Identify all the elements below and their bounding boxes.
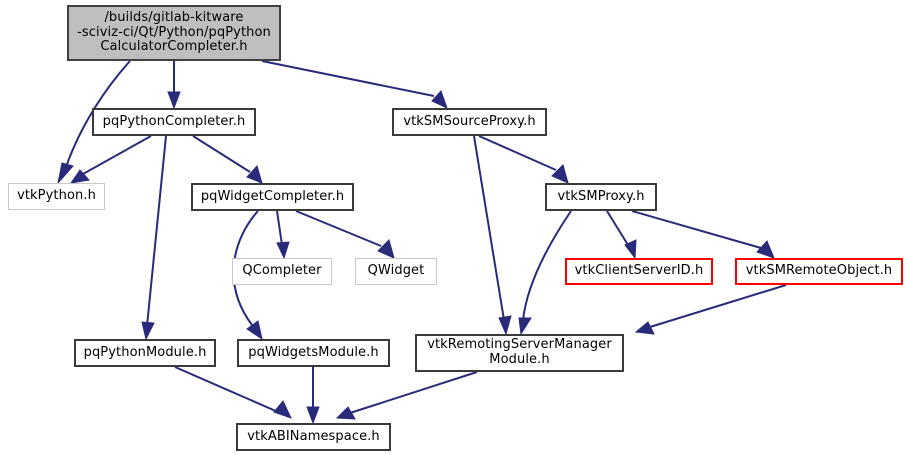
graph-node-vtkClientServerID[interactable]: vtkClientServerID.h [565,258,713,285]
graph-node-pqWidgetsModule[interactable]: pqWidgetsModule.h [237,339,390,367]
graph-node-QCompleter[interactable]: QCompleter [232,258,332,285]
graph-node-vtkSMRemoteObject[interactable]: vtkSMRemoteObject.h [735,258,903,285]
graph-node-label: QCompleter [242,263,322,279]
graph-node-label: pqWidgetsModule.h [248,344,379,360]
arrowhead-icon [69,169,90,184]
arrowhead-icon [335,406,356,420]
graph-node-label: vtkSMSourceProxy.h [403,113,536,129]
arrowhead-icon [498,315,512,336]
arrowhead-icon [141,321,155,341]
graph-node-label: vtkABINamespace.h [247,428,380,444]
graph-edge [335,371,478,420]
graph-node-vtkABINamespace[interactable]: vtkABINamespace.h [236,423,391,451]
arrowhead-icon [246,165,263,184]
graph-node-vtkSMProxy[interactable]: vtkSMProxy.h [545,183,657,211]
graph-node-vtkSMSourceProxy[interactable]: vtkSMSourceProxy.h [392,108,547,136]
graph-edge [69,135,152,184]
graph-node-label: QWidget [367,263,425,279]
graph-edge [261,60,448,109]
graph-edge [167,61,181,110]
graph-node-pqWidgetCompleter[interactable]: pqWidgetCompleter.h [191,183,354,211]
graph-node-QWidget[interactable]: QWidget [355,258,437,285]
edge-line [174,366,279,413]
graph-node-label: vtkClientServerID.h [574,263,704,279]
graph-node-label: pqWidgetCompleter.h [200,188,345,204]
edge-line [606,210,629,246]
graph-edge [295,210,395,259]
arrowhead-icon [273,400,292,419]
edge-line [82,135,152,175]
arrowhead-icon [634,321,655,335]
graph-edge [192,135,263,184]
edge-line [192,135,251,173]
arrowhead-icon [624,239,637,260]
arrowhead-icon [518,317,532,336]
graph-edge [606,210,637,260]
graph-node-vtkRemotingServerManagerModule[interactable]: vtkRemotingServerManager Module.h [415,334,624,372]
edge-line [64,60,131,171]
arrowhead-icon [306,406,320,425]
arrowhead-icon [167,91,181,110]
graph-edge [276,210,290,260]
graph-node-vtkPython[interactable]: vtkPython.h [8,183,105,210]
graph-edge [518,210,572,336]
graph-node-label: pqPythonCompleter.h [102,113,246,129]
edge-line [649,284,787,328]
graph-node-label: vtkSMProxy.h [557,188,645,204]
edge-line [295,210,382,247]
edge-line [276,210,283,246]
arrowhead-icon [377,239,395,259]
edge-line [478,135,557,171]
arrowhead-icon [756,240,775,259]
graph-node-label: vtkSMRemoteObject.h [745,263,893,279]
graph-edge [141,135,167,341]
graph-edge [174,366,292,419]
edge-line [261,60,435,97]
graph-node-root[interactable]: /builds/gitlab-kitware -sciviz-ci/Qt/Pyt… [67,5,281,61]
graph-edge [306,367,320,425]
edge-line [522,210,572,321]
arrowhead-icon [431,90,448,109]
graph-node-label: vtkRemotingServerManager Module.h [427,337,612,367]
arrowhead-icon [246,320,263,341]
arrowhead-icon [551,164,569,184]
arrowhead-icon [57,162,74,185]
graph-node-label: pqPythonModule.h [83,344,207,360]
graph-edge [478,135,569,184]
graph-node-label: vtkPython.h [17,188,96,204]
graph-node-pqPythonModule[interactable]: pqPythonModule.h [74,339,216,367]
graph-edge [634,284,787,335]
arrowhead-icon [276,241,290,260]
graph-node-label: /builds/gitlab-kitware -sciviz-ci/Qt/Pyt… [77,10,271,55]
graph-node-pqPythonCompleter[interactable]: pqPythonCompleter.h [92,108,256,136]
graph-edge [473,135,512,336]
edge-line [146,135,167,327]
edge-line [349,371,478,414]
graph-edge [57,60,131,185]
edge-line [631,210,762,249]
graph-edge [631,210,775,259]
edge-line [473,135,505,321]
